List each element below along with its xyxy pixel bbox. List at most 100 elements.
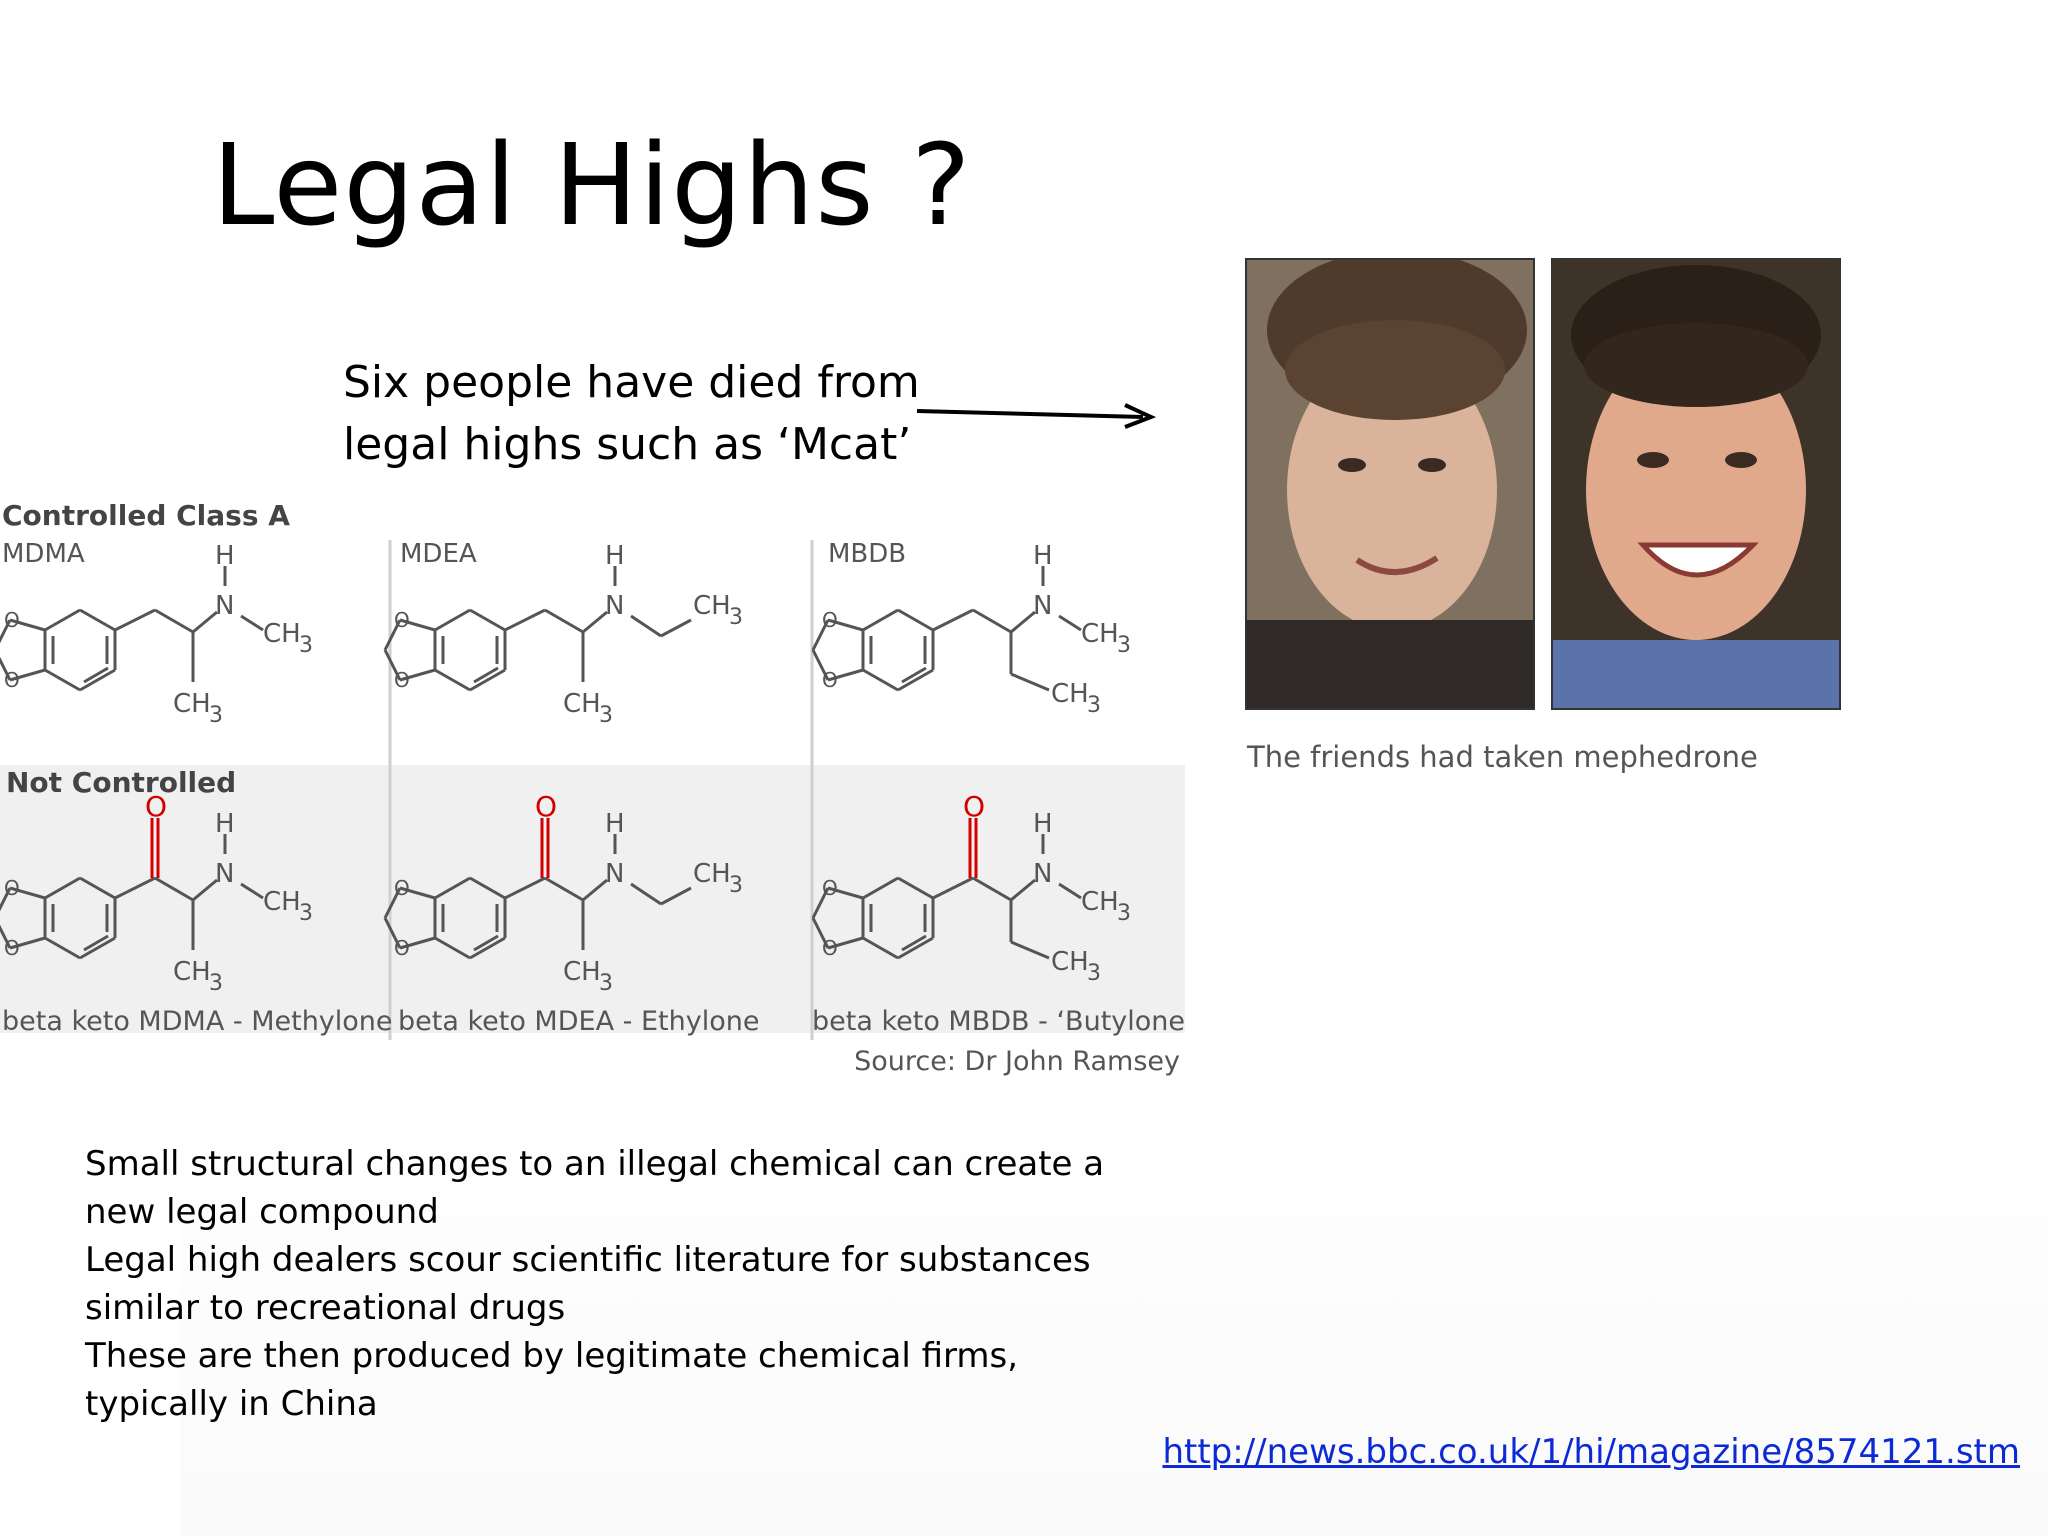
bond-line xyxy=(811,619,830,651)
bond-line xyxy=(504,608,546,632)
bond-line xyxy=(434,668,471,692)
bond-line xyxy=(383,887,402,919)
controlled-heading: Controlled Class A xyxy=(2,500,290,532)
oxygen-label: O xyxy=(4,668,20,692)
oxygen-label: O xyxy=(4,936,20,960)
compound-name-ethylone: beta keto MDEA - Ethylone xyxy=(398,1006,759,1037)
subscript-label: 3 xyxy=(1117,633,1131,658)
photo-victim-right xyxy=(1551,258,1841,710)
background-fade xyxy=(180,1080,2048,1536)
bond-line xyxy=(544,876,584,902)
oxygen-label: O xyxy=(822,608,838,632)
bond-line xyxy=(1058,614,1082,632)
hydrogen-label: H xyxy=(605,541,625,571)
bond-line xyxy=(1058,882,1082,900)
bond-line xyxy=(469,876,506,900)
bond-line xyxy=(862,936,899,960)
bond-line xyxy=(434,876,471,900)
methyl-label: CH xyxy=(1051,947,1089,977)
nitrogen-label: N xyxy=(1033,859,1052,889)
bond-line xyxy=(862,668,899,692)
bond-line xyxy=(897,876,934,900)
bond-line xyxy=(811,887,830,919)
bond-line xyxy=(383,917,402,949)
subscript-label: 3 xyxy=(209,971,223,996)
oxygen-label: O xyxy=(394,936,410,960)
bond-line xyxy=(1010,940,1050,960)
callout-text: Six people have died from legal highs su… xyxy=(343,352,920,476)
bullet-list: Small structural changes to an illegal c… xyxy=(85,1140,1135,1428)
bond-line xyxy=(660,618,692,638)
oxygen-label: O xyxy=(394,608,410,632)
bond-line xyxy=(811,917,830,949)
subscript-label: 3 xyxy=(1087,961,1101,986)
bond-line xyxy=(44,876,81,900)
oxygen-label: O xyxy=(4,876,20,900)
bond-line xyxy=(114,608,156,632)
bond-line xyxy=(469,608,506,632)
subscript-label: 3 xyxy=(209,703,223,728)
oxygen-label: O xyxy=(822,668,838,692)
bond-line xyxy=(192,610,218,634)
not-controlled-heading: Not Controlled xyxy=(6,766,236,799)
source-link[interactable]: http://news.bbc.co.uk/1/hi/magazine/8574… xyxy=(1162,1432,2020,1472)
bond-line xyxy=(383,649,402,681)
hydrogen-label: H xyxy=(605,809,625,839)
bond-line xyxy=(0,619,12,644)
compound-name-butylone: beta keto MBDB - ‘Butylone’ xyxy=(812,1006,1185,1037)
oxygen-label: O xyxy=(394,876,410,900)
hydrogen-label: H xyxy=(215,809,235,839)
callout-line: Six people have died from xyxy=(343,357,920,408)
bond-line xyxy=(240,882,264,900)
nitrogen-label: N xyxy=(215,591,234,621)
hydrogen-label: H xyxy=(1033,541,1053,571)
bond-line xyxy=(932,876,974,900)
ketone-oxygen-label: O xyxy=(145,790,167,823)
bond-line xyxy=(83,934,109,952)
bond-line xyxy=(44,936,81,960)
oxygen-label: O xyxy=(394,668,410,692)
methyl-label: CH xyxy=(263,887,301,917)
bond-line xyxy=(83,666,109,684)
bond-line xyxy=(399,886,436,900)
bond-line xyxy=(1010,610,1036,634)
methyl-label: CH xyxy=(173,957,211,987)
bond-line xyxy=(79,876,116,900)
callout-line: legal highs such as ‘Mcat’ xyxy=(343,419,912,470)
methyl-label: CH xyxy=(1081,887,1119,917)
bond-line xyxy=(9,618,46,632)
bond-line xyxy=(240,614,264,632)
bond-line xyxy=(44,668,81,692)
chemical-structures-figure: Controlled Class A Not Controlled MDMA M… xyxy=(0,500,1185,1077)
bond-line xyxy=(44,608,81,632)
oxygen-label: O xyxy=(822,936,838,960)
photo-victim-left xyxy=(1245,258,1535,710)
ketone-oxygen-label: O xyxy=(535,790,557,823)
bond-line xyxy=(897,936,934,960)
bond-line xyxy=(434,936,471,960)
bond-line xyxy=(901,934,927,952)
bond-line xyxy=(544,608,584,634)
bond-line xyxy=(1010,878,1036,902)
bullet-item: Small structural changes to an illegal c… xyxy=(85,1144,1105,1232)
compound-name-mdma: MDMA xyxy=(2,539,85,569)
hydrogen-label: H xyxy=(1033,809,1053,839)
methyl-label: CH xyxy=(563,957,601,987)
methyl-label: CH xyxy=(563,689,601,719)
ketone-oxygen-label: O xyxy=(963,790,985,823)
bond-line xyxy=(154,608,194,634)
methyl-label: CH xyxy=(173,689,211,719)
bond-line xyxy=(660,886,692,906)
methyl-label: CH xyxy=(693,591,731,621)
bond-line xyxy=(473,666,499,684)
bond-line xyxy=(9,886,46,900)
subscript-label: 3 xyxy=(599,971,613,996)
bond-line xyxy=(1010,672,1050,692)
bond-line xyxy=(79,668,116,692)
compound-name-methylone: beta keto MDMA - Methylone xyxy=(2,1006,393,1037)
bond-line xyxy=(862,608,899,632)
bond-line xyxy=(434,608,471,632)
figure-source: Source: Dr John Ramsey xyxy=(854,1046,1180,1077)
bond-line xyxy=(9,936,46,950)
